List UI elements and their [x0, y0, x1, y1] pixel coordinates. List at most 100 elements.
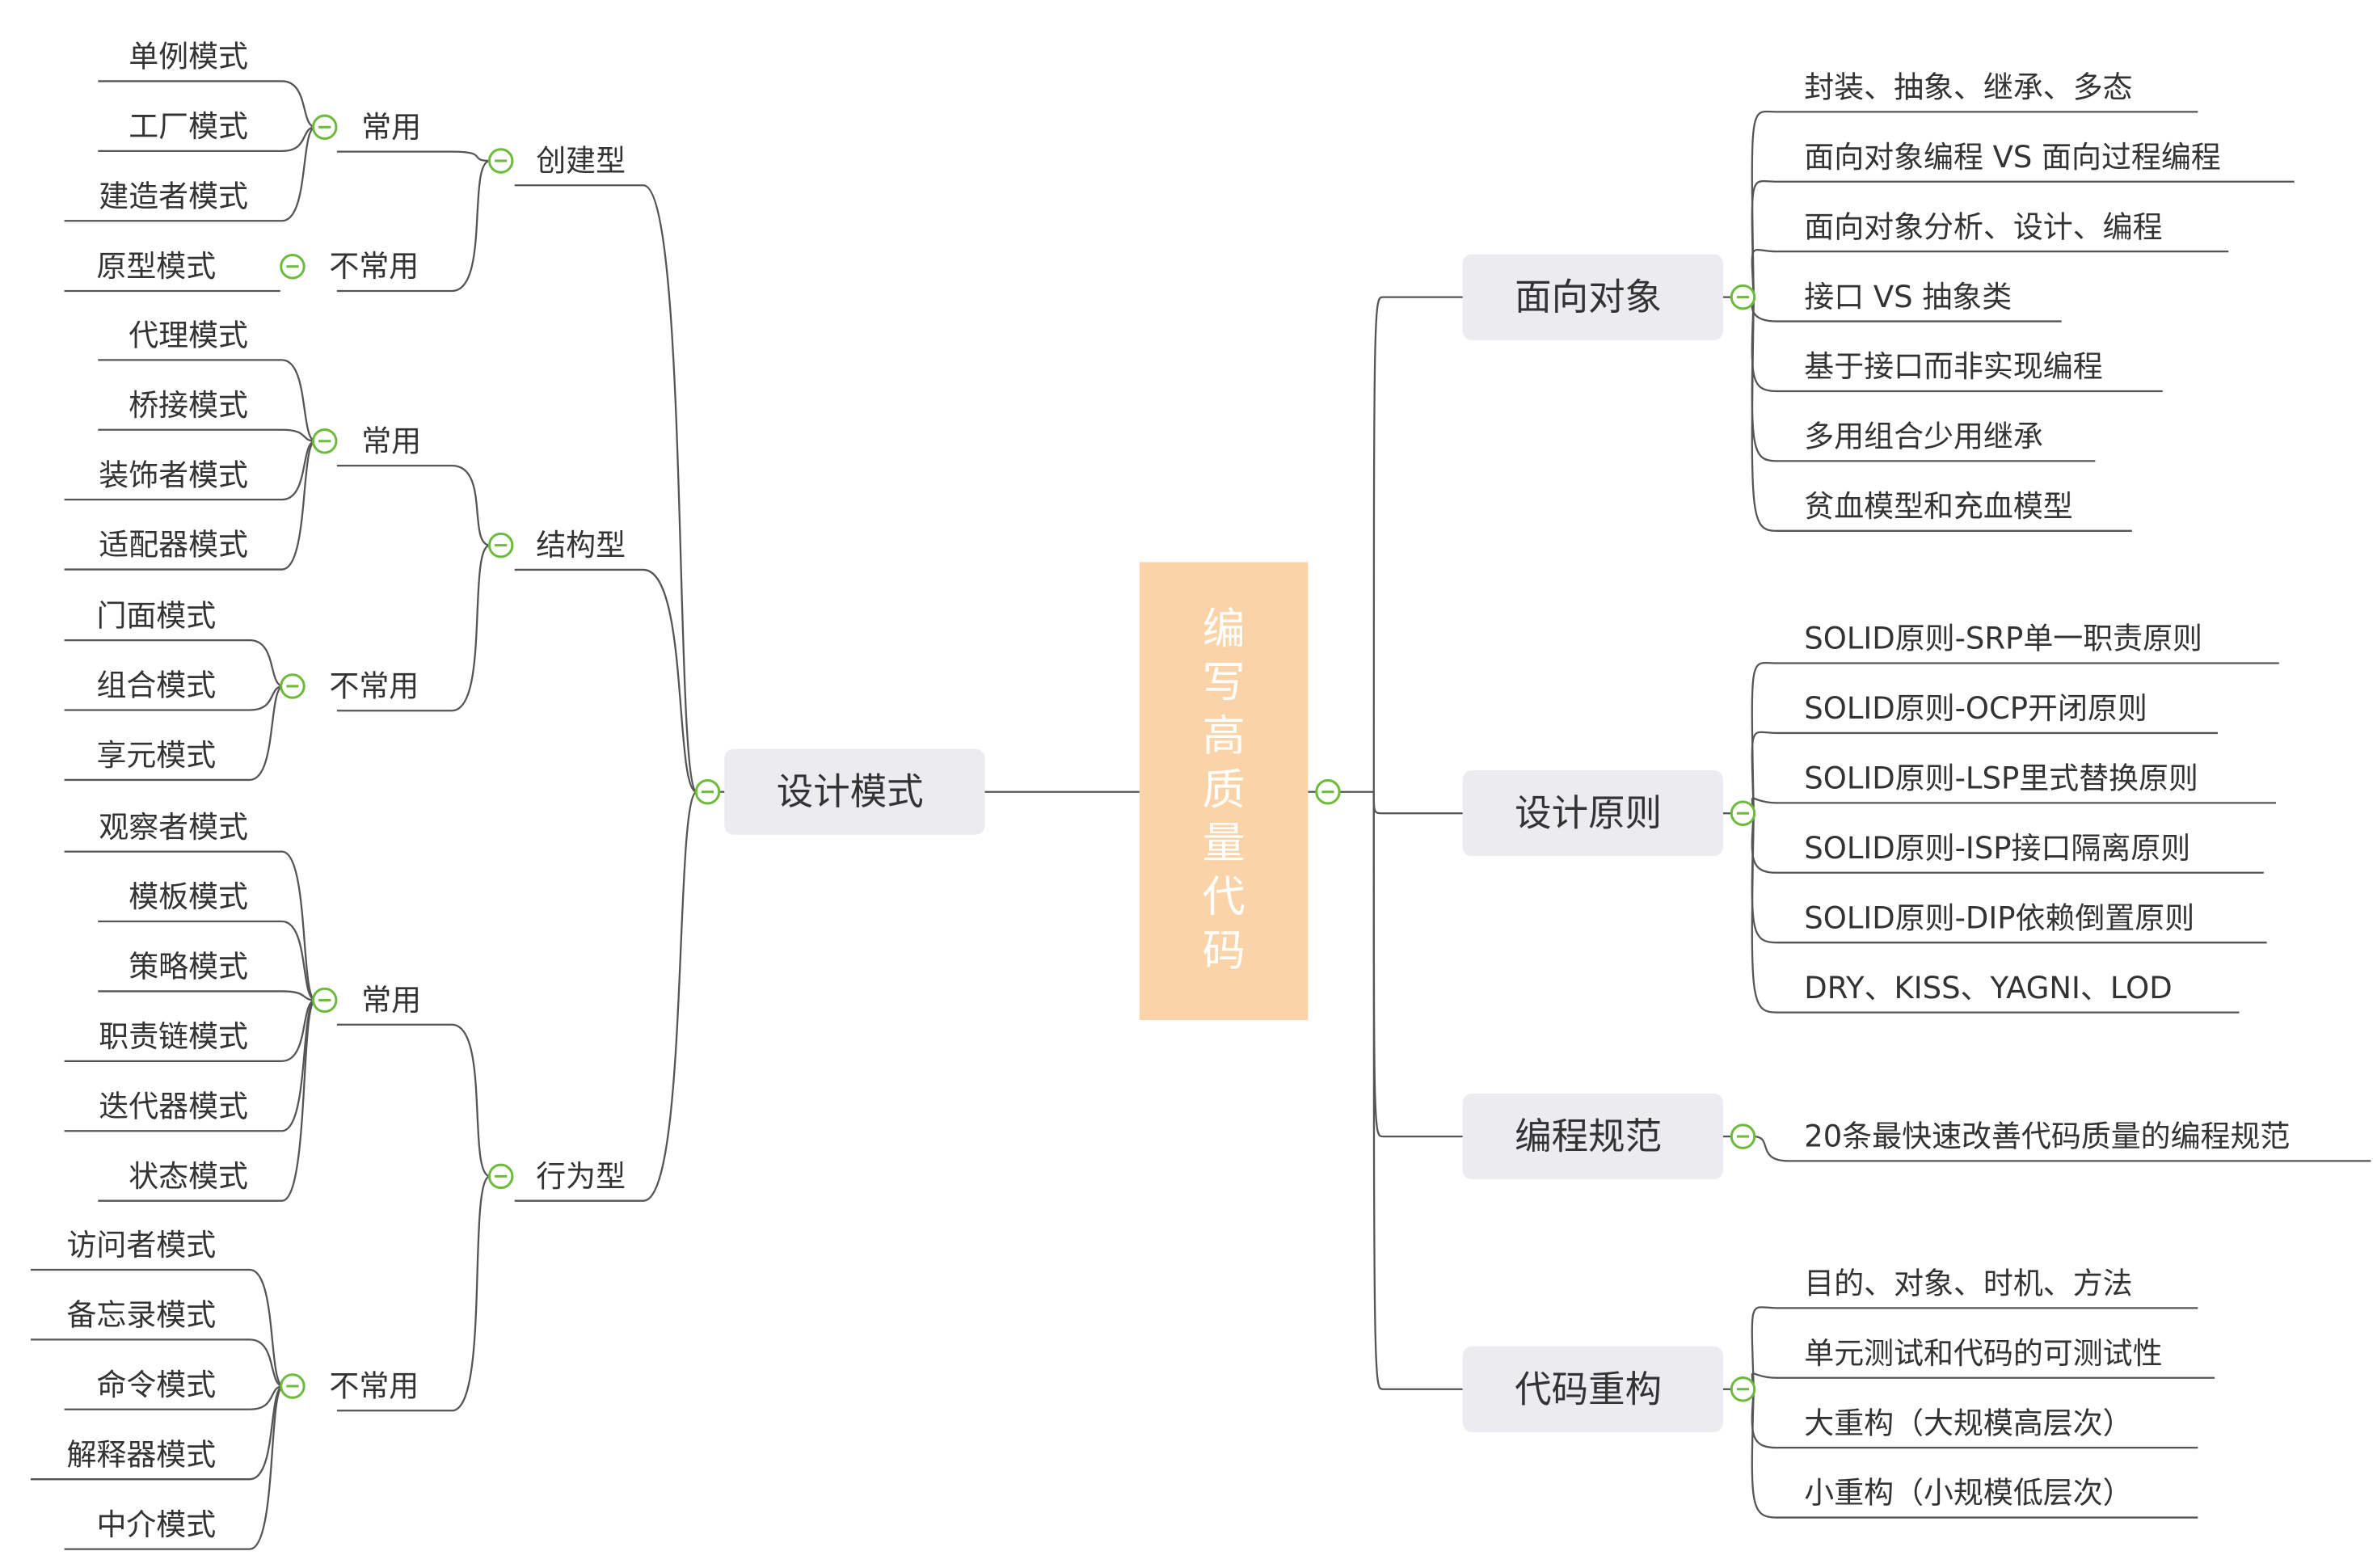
connector-line: [1372, 296, 1463, 792]
leaf-label: 单元测试和代码的可测试性: [1804, 1336, 2162, 1371]
collapse-toggle[interactable]: [280, 254, 306, 280]
connector-line: [98, 990, 316, 1001]
sub-label: 不常用: [329, 668, 419, 703]
leaf-label: 组合模式: [96, 668, 216, 703]
leaf-label: 单例模式: [129, 40, 248, 74]
leaf-label: 状态模式: [129, 1159, 248, 1194]
connector-line: [98, 920, 316, 1001]
collapse-toggle[interactable]: [487, 148, 514, 174]
leaf-label: 模板模式: [129, 879, 248, 914]
leaf-label: 建造者模式: [99, 179, 248, 213]
connector-line: [1372, 791, 1463, 1390]
root-topic-box[interactable]: [1139, 562, 1309, 1021]
leaf-label: 面向对象分析、设计、编程: [1804, 209, 2162, 244]
collapse-toggle[interactable]: [280, 1373, 306, 1399]
topic-box-2[interactable]: [1462, 1094, 1723, 1180]
leaf-label: 接口 VS 抽象类: [1804, 280, 2012, 314]
group-label: 结构型: [536, 528, 626, 563]
group-label: 行为型: [536, 1159, 626, 1194]
connector-line: [336, 150, 491, 162]
leaf-label: DRY、KISS、YAGNI、LOD: [1804, 971, 2172, 1005]
connector-line: [1751, 797, 2276, 814]
connector-line: [514, 790, 698, 1202]
connector-line: [514, 184, 698, 793]
leaf-label: SOLID原则-DIP依赖倒置原则: [1804, 900, 2194, 935]
leaf-label: SOLID原则-OCP开闭原则: [1804, 691, 2147, 726]
connector-line: [30, 1268, 284, 1388]
connector-line: [64, 685, 284, 711]
connector-line: [30, 1338, 284, 1388]
connector-line: [336, 1023, 491, 1178]
collapse-toggle[interactable]: [1730, 1123, 1756, 1149]
leaf-label: 享元模式: [96, 738, 216, 773]
leaf-label: 工厂模式: [129, 109, 248, 144]
leaf-label: SOLID原则-ISP接口隔离原则: [1804, 831, 2190, 866]
connector-line: [336, 159, 491, 293]
leaf-label: 贫血模型和充血模型: [1804, 489, 2072, 524]
topic-box-3[interactable]: [1462, 1346, 1723, 1432]
leaf-label: 目的、对象、时机、方法: [1804, 1267, 2132, 1301]
collapse-toggle[interactable]: [312, 987, 338, 1014]
collapse-toggle[interactable]: [312, 114, 338, 141]
leaf-label: 大重构（大规模高层次）: [1804, 1406, 2132, 1440]
topic-label: 设计原则: [1515, 792, 1662, 835]
topic-box-0[interactable]: [1462, 254, 1723, 340]
topic-label: 设计模式: [777, 770, 924, 813]
connector-line: [98, 428, 316, 442]
sub-label: 不常用: [329, 249, 419, 284]
connector-line: [514, 568, 698, 793]
connector-line: [98, 80, 316, 129]
connector-line: [1751, 1306, 2198, 1389]
connector-line: [64, 850, 316, 1001]
leaf-label: 策略模式: [129, 950, 248, 984]
leaf-label: 基于接口而非实现编程: [1804, 349, 2102, 384]
collapse-toggle[interactable]: [694, 778, 721, 805]
connector-line: [336, 464, 491, 546]
topic-label: 面向对象: [1515, 276, 1662, 318]
collapse-toggle[interactable]: [1730, 800, 1756, 826]
topic-box-design-patterns[interactable]: [724, 748, 985, 835]
collapse-toggle-root[interactable]: [1315, 778, 1341, 805]
topic-label: 代码重构: [1515, 1368, 1662, 1410]
connector-line: [98, 359, 316, 442]
leaf-label: 桥接模式: [129, 388, 248, 423]
leaf-label: 20条最快速改善代码质量的编程规范: [1804, 1119, 2290, 1154]
group-label: 创建型: [536, 143, 626, 178]
connector-line: [64, 685, 284, 782]
connector-line: [98, 126, 316, 152]
connector-line: [64, 999, 316, 1132]
connector-line: [64, 999, 316, 1062]
collapse-toggle[interactable]: [1730, 1376, 1756, 1402]
connector-line: [1751, 731, 2218, 814]
leaf-label: SOLID原则-SRP单一职责原则: [1804, 622, 2202, 656]
leaf-label: 面向对象编程 VS 面向过程编程: [1804, 140, 2220, 175]
leaf-label: 原型模式: [96, 249, 216, 284]
connector-line: [1751, 1389, 2198, 1519]
leaf-label: 备忘录模式: [67, 1298, 217, 1333]
leaf-label: 访问者模式: [67, 1228, 217, 1262]
connector-line: [64, 126, 316, 222]
leaf-label: 多用组合少用继承: [1804, 419, 2042, 454]
sub-label: 常用: [361, 110, 421, 145]
topic-box-1[interactable]: [1462, 770, 1723, 857]
collapse-toggle[interactable]: [280, 673, 306, 699]
leaf-label: 命令模式: [96, 1368, 216, 1402]
collapse-toggle[interactable]: [487, 532, 514, 558]
collapse-toggle[interactable]: [312, 428, 338, 454]
leaf-label: 中介模式: [96, 1507, 216, 1542]
connector-line: [98, 999, 317, 1202]
sub-label: 常用: [361, 983, 421, 1018]
leaf-label: 观察者模式: [99, 810, 248, 845]
connector-line: [1372, 791, 1463, 815]
topic-label: 编程规范: [1515, 1115, 1662, 1158]
connector-line: [64, 1385, 284, 1550]
connector-line: [64, 1385, 284, 1410]
connector-line: [1753, 1135, 2371, 1162]
collapse-toggle[interactable]: [1730, 284, 1756, 310]
leaf-label: 迭代器模式: [99, 1089, 248, 1123]
leaf-label: 适配器模式: [99, 528, 248, 563]
leaf-label: 职责链模式: [99, 1019, 248, 1054]
connector-line: [336, 544, 491, 712]
collapse-toggle[interactable]: [487, 1163, 514, 1190]
